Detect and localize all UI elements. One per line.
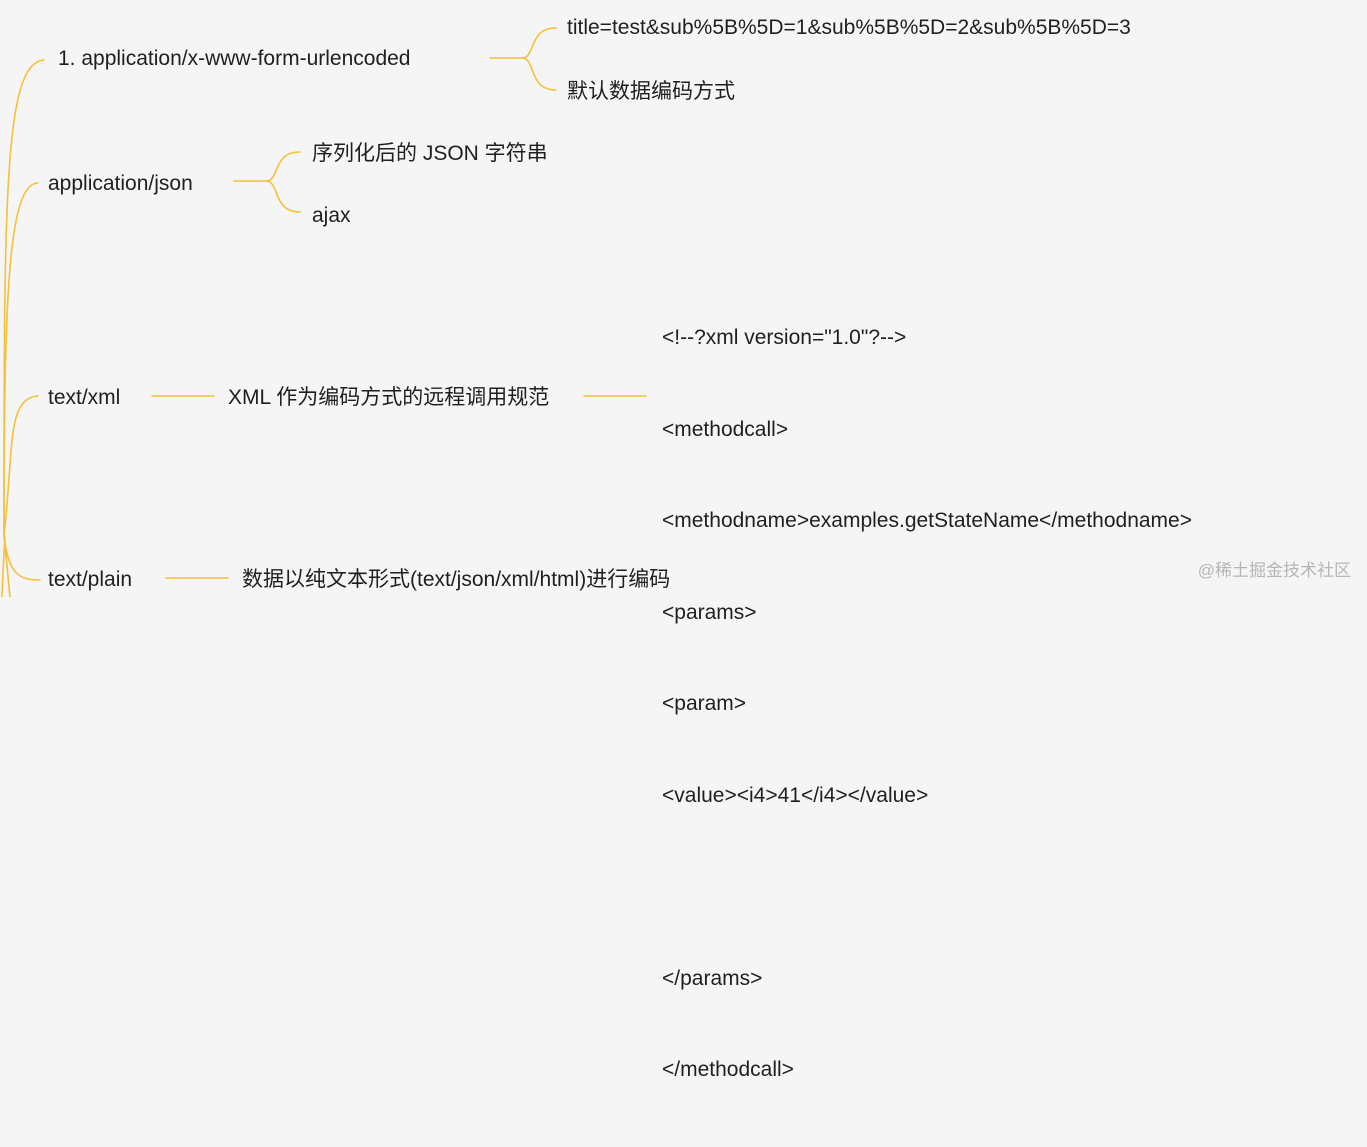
node-urlencoded-example: title=test&sub%5B%5D=1&sub%5B%5D=2&sub%5… (567, 16, 1131, 39)
watermark: @稀土掘金技术社区 (1197, 561, 1351, 580)
xml-example-line: <!--?xml version="1.0"?--> (662, 326, 907, 349)
xml-example-line: <methodname>examples.getStateName</metho… (662, 509, 1192, 532)
root-branch-json (3, 182, 39, 536)
xml-example-line (662, 872, 1192, 903)
xml-example-line: <param> (662, 692, 747, 715)
json-fork-bottom (265, 180, 301, 213)
node-json-note1: 序列化后的 JSON 字符串 (312, 142, 548, 165)
urlencoded-fork-top (521, 27, 557, 59)
root-branch-plain (3, 534, 41, 581)
node-plain-note: 数据以纯文本形式(text/json/xml/html)进行编码 (242, 568, 671, 591)
xml-example-line: <params> (662, 600, 757, 624)
connector-lines (1, 27, 647, 597)
node-xml-example: <!--?xml version="1.0"?--> <methodcall> … (662, 262, 1192, 1147)
node-urlencoded: 1. application/x-www-form-urlencoded (58, 47, 411, 70)
xml-example-line: <methodcall> (662, 417, 789, 441)
root-tail (3, 534, 11, 597)
node-xml: text/xml (48, 386, 121, 409)
xml-example-line: <value><i4>41</i4></value> (662, 783, 929, 807)
node-json-note2: ajax (312, 204, 351, 227)
xml-example-line: </methodcall> (662, 1058, 794, 1081)
node-urlencoded-note: 默认数据编码方式 (567, 80, 735, 103)
urlencoded-fork-bottom (521, 57, 557, 91)
node-plain: text/plain (48, 568, 133, 591)
json-fork-top (265, 151, 301, 182)
node-json: application/json (48, 172, 193, 195)
xml-example-line: </params> (662, 966, 763, 990)
mind-map: 1. application/x-www-form-urlencoded tit… (1, 16, 1351, 1081)
node-xml-note: XML 作为编码方式的远程调用规范 (228, 386, 550, 409)
